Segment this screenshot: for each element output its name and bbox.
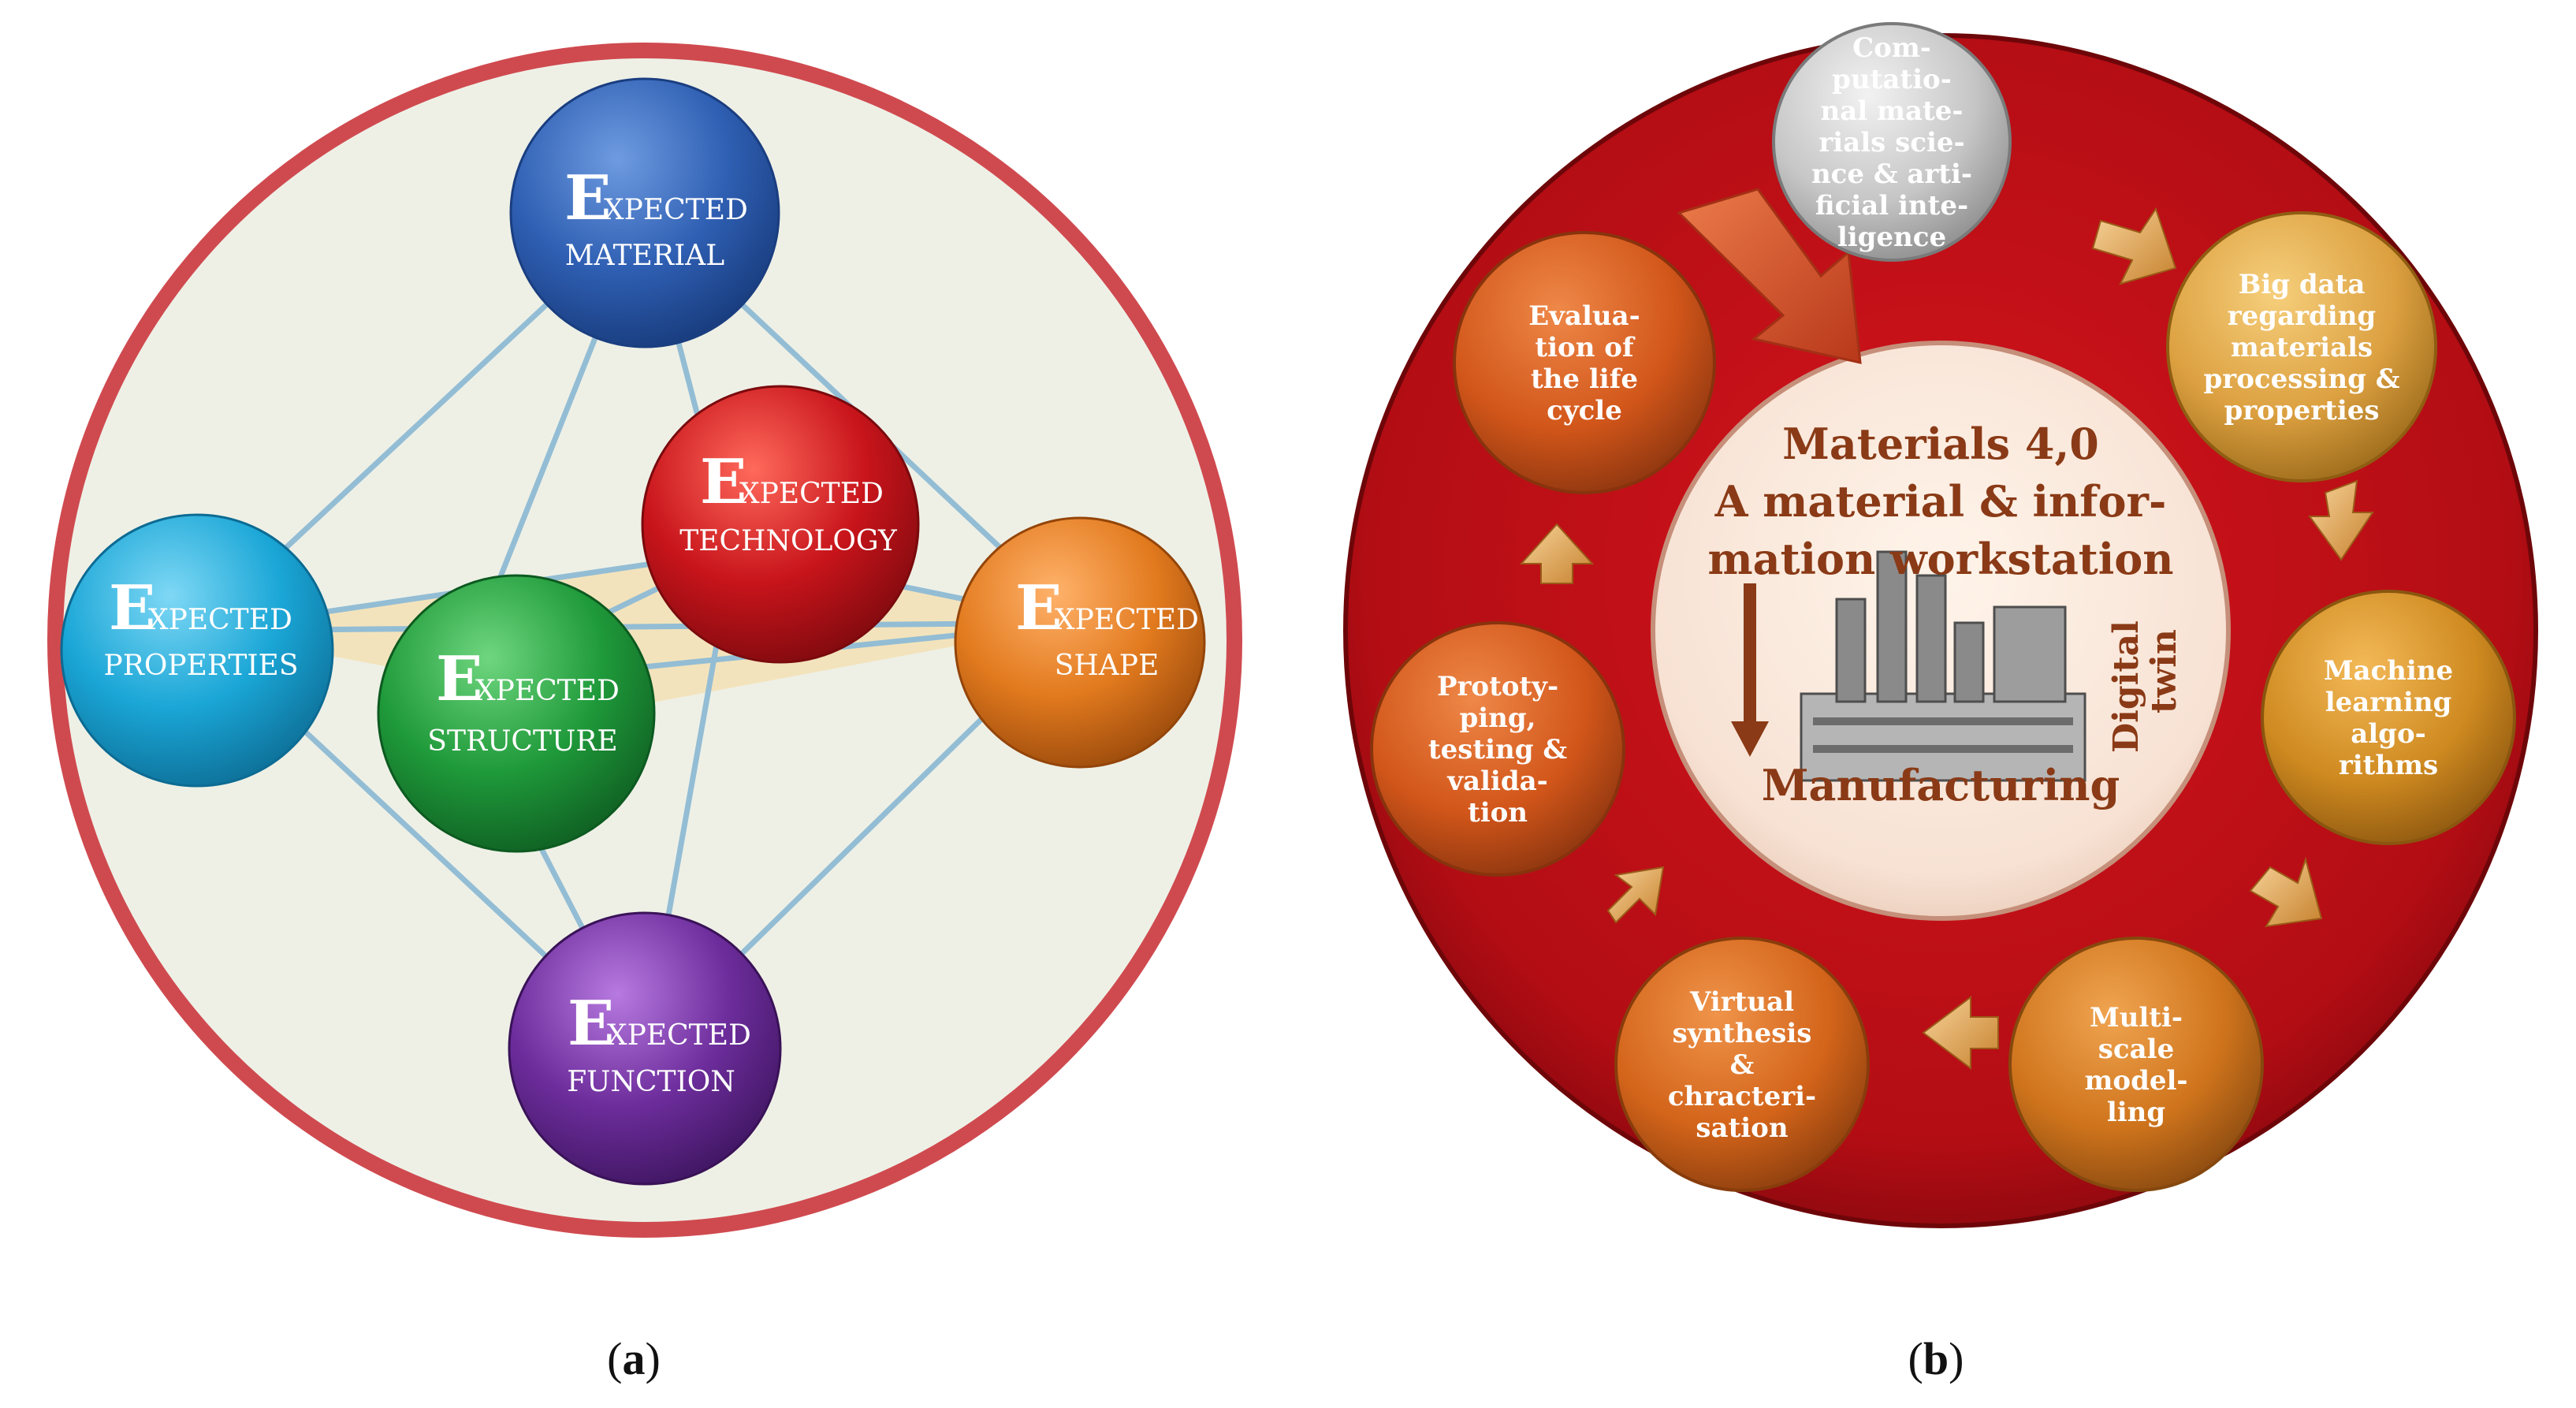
- node-technology-cap: E: [700, 446, 746, 518]
- arrow-2: [2308, 479, 2374, 561]
- arrow-5: [1606, 866, 1665, 924]
- step-multiscale-line: model-: [2084, 1065, 2187, 1097]
- caption-b-letter: b: [1923, 1333, 1949, 1384]
- factory-illustration: [1800, 550, 2086, 782]
- arrow-3: [2249, 856, 2323, 928]
- node-material-cap: E: [564, 162, 611, 234]
- step-bigdata-line: properties: [2224, 395, 2379, 426]
- step-bigdata-line: processing &: [2204, 363, 2400, 395]
- node-structure-l1: XPECTED: [475, 675, 620, 707]
- step-evaluation-line: the life: [1531, 363, 1638, 395]
- step-prototyping-line: tion: [1468, 797, 1528, 829]
- step-computational-line: ficial inte-: [1815, 190, 1968, 222]
- step-virtual-line: &: [1730, 1049, 1755, 1081]
- step-prototyping-line: ping,: [1459, 702, 1536, 734]
- node-material-l1: XPECTED: [604, 194, 748, 226]
- step-evaluation-line: cycle: [1547, 395, 1622, 426]
- step-virtual-line: synthesis: [1673, 1018, 1812, 1049]
- step-multiscale-line: ling: [2107, 1097, 2165, 1128]
- step-virtual-line: chracteri-: [1668, 1081, 1816, 1112]
- node-material-l2: MATERIAL: [565, 240, 725, 272]
- step-prototyping-line: Prototy-: [1437, 671, 1558, 702]
- manufacturing-down-arrow: [1731, 583, 1769, 757]
- step-computational-line: putatio-: [1832, 64, 1952, 95]
- node-shape-cap: E: [1015, 572, 1062, 644]
- panel-a: E XPECTED MATERIAL E XPECTED PROPERTIES …: [47, 43, 1242, 1238]
- node-technology-l1: XPECTED: [739, 478, 884, 510]
- node-shape-l1: XPECTED: [1055, 604, 1199, 636]
- node-expected-structure: E XPECTED STRUCTURE: [377, 574, 656, 853]
- node-expected-function: E XPECTED FUNCTION: [508, 911, 782, 1186]
- node-properties-l2: PROPERTIES: [104, 650, 299, 682]
- node-function-cap: E: [568, 988, 614, 1060]
- node-expected-shape: E XPECTED SHAPE: [954, 516, 1206, 769]
- step-ml-line: learning: [2325, 687, 2452, 718]
- step-multiscale-line: scale: [2098, 1034, 2174, 1065]
- step-computational-line: Com-: [1852, 32, 1931, 64]
- center-title: Materials 4,0: [1782, 419, 2099, 469]
- node-expected-material: E XPECTED MATERIAL: [509, 77, 780, 348]
- node-function-l2: FUNCTION: [567, 1066, 735, 1098]
- node-technology-l2: TECHNOLOGY: [679, 525, 898, 557]
- step-ml-line: Machine: [2324, 655, 2453, 687]
- step-virtual-line: sation: [1696, 1112, 1788, 1144]
- caption-a: (a): [607, 1333, 661, 1384]
- node-function-l1: XPECTED: [607, 1019, 751, 1052]
- panel-b: Materials 4,0 A material & infor- mation…: [1343, 22, 2538, 1228]
- step-prototyping: Prototy-ping,testing &valida-tion: [1370, 621, 1625, 877]
- step-ml-line: algo-: [2351, 718, 2426, 750]
- step-ml-line: rithms: [2339, 750, 2438, 781]
- node-properties-cap: E: [109, 572, 155, 644]
- node-properties-l1: XPECTED: [148, 604, 292, 636]
- small-arrows: [1519, 207, 2374, 1070]
- step-prototyping-line: valida-: [1446, 765, 1548, 797]
- node-structure-cap: E: [436, 643, 482, 715]
- step-evaluation-line: Evalua-: [1528, 300, 1640, 332]
- step-prototyping-text: Prototy-ping,testing &valida-tion: [1428, 671, 1567, 829]
- step-bigdata-line: Big data: [2239, 269, 2366, 300]
- step-computational-text: Com-putatio-nal mate-rials scie-nce & ar…: [1811, 32, 1972, 253]
- step-computational-line: nce & arti-: [1811, 158, 1972, 190]
- step-multiscale-line: Multi-: [2090, 1002, 2183, 1034]
- node-expected-properties: E XPECTED PROPERTIES: [60, 513, 334, 788]
- center-digital: Digital: [2106, 620, 2146, 753]
- center-twin: twin: [2144, 629, 2184, 713]
- center-line-2: A material & infor-: [1714, 476, 2167, 527]
- step-virtual-line: Virtual: [1689, 986, 1794, 1018]
- caption-a-letter: a: [622, 1333, 646, 1384]
- caption-b: (b): [1908, 1333, 1964, 1384]
- step-evaluation-line: tion of: [1535, 332, 1636, 363]
- step-bigdata-line: materials: [2231, 332, 2373, 363]
- step-computational-line: rials scie-: [1818, 127, 1964, 158]
- arrow-4: [1922, 996, 1999, 1070]
- step-computational-line: nal mate-: [1821, 95, 1964, 127]
- node-expected-technology: E XPECTED TECHNOLOGY: [641, 385, 920, 664]
- step-computational-line: ligence: [1837, 222, 1946, 253]
- center-workstation: Materials 4,0 A material & infor- mation…: [1651, 341, 2231, 921]
- node-structure-l2: STRUCTURE: [427, 725, 617, 758]
- arrow-6: [1519, 523, 1595, 584]
- node-shape-l2: SHAPE: [1055, 650, 1160, 682]
- step-bigdata-line: regarding: [2228, 300, 2376, 332]
- big-arrow: [1677, 188, 1862, 364]
- step-prototyping-line: testing &: [1428, 734, 1567, 765]
- step-computational: Com-putatio-nal mate-rials scie-nce & ar…: [1772, 22, 2012, 262]
- arrow-1: [2091, 207, 2177, 285]
- center-manufacturing: Manufacturing: [1762, 760, 2120, 810]
- center-line-3: mation workstation: [1707, 534, 2173, 584]
